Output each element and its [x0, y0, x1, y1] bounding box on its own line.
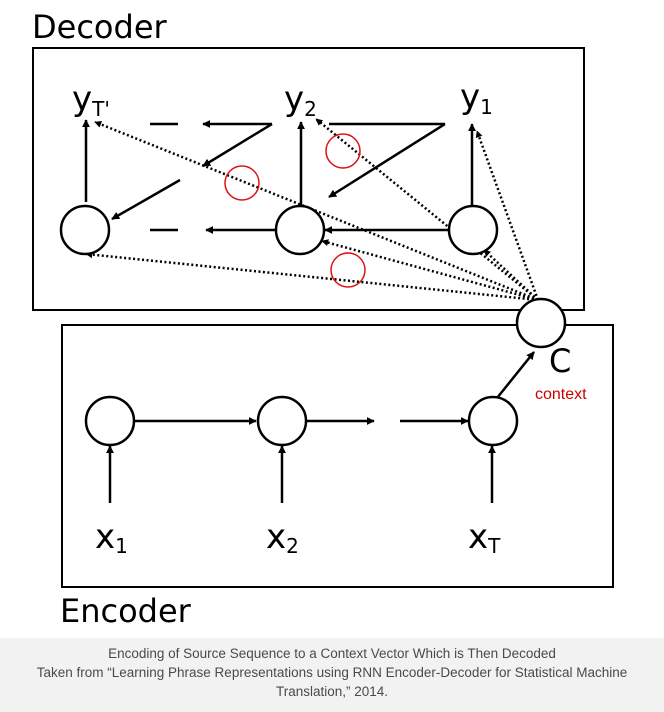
decoder-title: Decoder [32, 8, 168, 46]
highlight-circle [330, 252, 366, 288]
decoder-node-2 [274, 204, 326, 256]
encoder-title: Encoder [60, 592, 192, 630]
decoder-box [32, 47, 585, 311]
caption-line-1: Encoding of Source Sequence to a Context… [108, 646, 556, 661]
output-label-y1: y1 [460, 77, 493, 119]
input-label-x2: x2 [266, 517, 299, 558]
context-symbol: C [549, 342, 571, 380]
output-label-y2: y2 [284, 79, 317, 121]
context-node [515, 297, 567, 349]
output-label-yt: yT' [72, 79, 110, 121]
encoder-node-t [467, 395, 519, 447]
encoder-box [61, 324, 614, 588]
decoder-node-1 [447, 204, 499, 256]
highlight-circle [224, 165, 260, 201]
input-label-xt: xT [468, 517, 501, 558]
encoder-arrows [106, 351, 535, 503]
figure-caption: Encoding of Source Sequence to a Context… [0, 638, 664, 712]
context-label: context [535, 386, 587, 403]
highlight-circles [224, 133, 366, 288]
encoder-node-1 [84, 395, 136, 447]
caption-line-2: Taken from “Learning Phrase Representati… [36, 665, 628, 699]
decoder-arrows [82, 119, 476, 234]
highlight-circle [325, 133, 361, 169]
input-label-x1: x1 [95, 517, 128, 558]
encoder-decoder-diagram: Decoder Encoder yT' y2 y1 [32, 8, 614, 630]
decoder-node-t [59, 204, 111, 256]
encoder-node-2 [256, 395, 308, 447]
